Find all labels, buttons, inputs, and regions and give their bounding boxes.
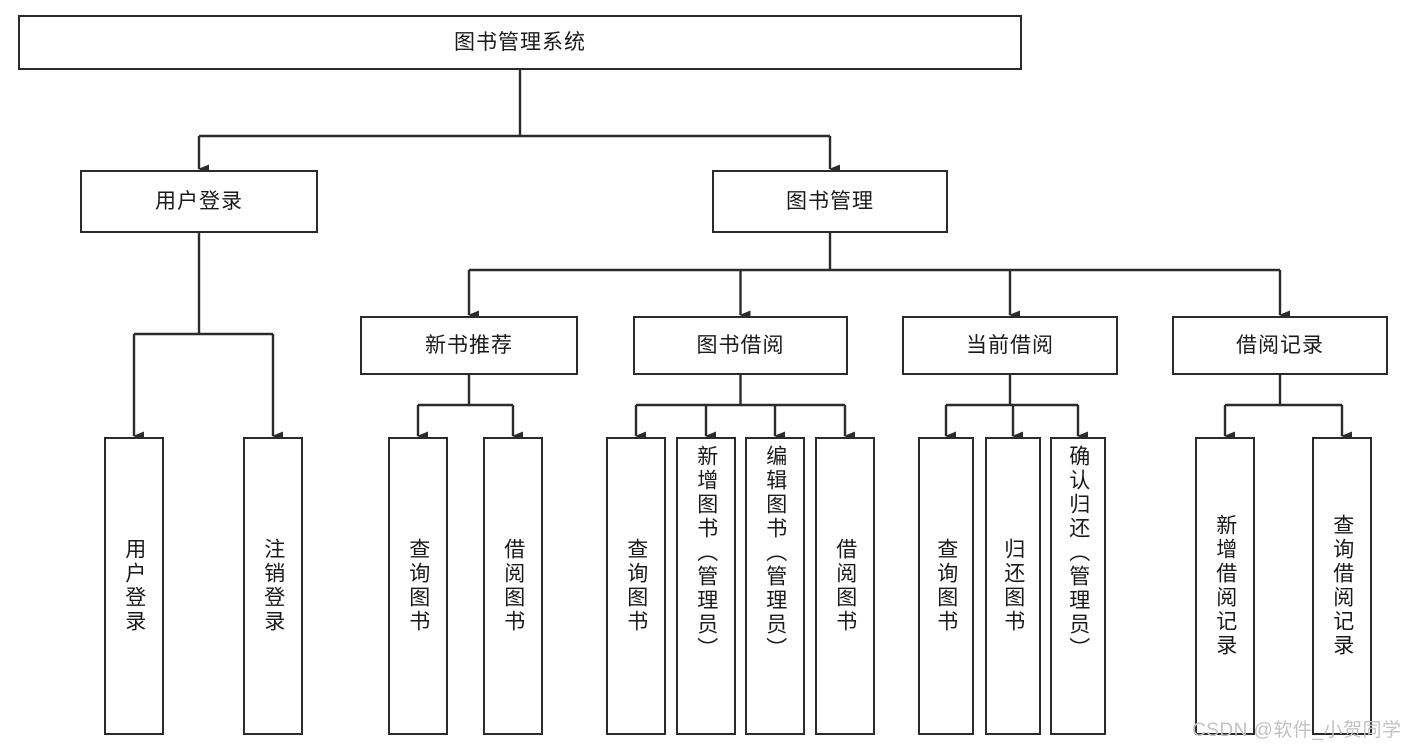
node-label: 借阅图书	[833, 538, 857, 634]
node-leaf9[interactable]: 查询图书	[918, 437, 974, 735]
node-label: 查询借阅记录	[1330, 514, 1354, 658]
node-borrow[interactable]: 图书借阅	[633, 316, 848, 375]
node-label: 注销登录	[261, 538, 285, 634]
node-label: 图书管理	[786, 189, 874, 213]
node-records[interactable]: 借阅记录	[1172, 316, 1388, 375]
node-label: 新增借阅记录	[1213, 514, 1237, 658]
node-label: 当前借阅	[966, 333, 1054, 357]
node-label: 确认归还（管理员）	[1066, 445, 1090, 661]
node-newbook[interactable]: 新书推荐	[360, 316, 578, 375]
node-label: 用户登录	[155, 189, 243, 213]
node-label: 用户登录	[122, 538, 146, 634]
node-leaf7[interactable]: 编辑图书（管理员）	[745, 437, 805, 735]
node-label: 查询图书	[624, 538, 648, 634]
watermark-text: CSDN @软件_小贺同学	[1192, 720, 1402, 741]
node-leaf3[interactable]: 查询图书	[388, 437, 448, 735]
node-label: 新书推荐	[425, 333, 513, 357]
node-label: 图书管理系统	[454, 30, 586, 54]
node-leaf2[interactable]: 注销登录	[243, 437, 303, 735]
node-label: 借阅记录	[1236, 333, 1324, 357]
node-label: 图书借阅	[696, 333, 785, 357]
node-label: 查询图书	[934, 538, 958, 634]
node-label: 新增图书（管理员）	[694, 445, 718, 661]
node-leaf5[interactable]: 查询图书	[606, 437, 666, 735]
node-current[interactable]: 当前借阅	[902, 316, 1118, 375]
node-leaf12[interactable]: 新增借阅记录	[1195, 437, 1255, 735]
node-label: 借阅图书	[501, 538, 525, 634]
node-label: 编辑图书（管理员）	[763, 445, 787, 661]
node-leaf10[interactable]: 归还图书	[985, 437, 1041, 735]
node-leaf13[interactable]: 查询借阅记录	[1312, 437, 1372, 735]
node-root[interactable]: 图书管理系统	[18, 15, 1022, 70]
node-label: 归还图书	[1001, 538, 1025, 634]
node-bookmgmt[interactable]: 图书管理	[712, 170, 948, 233]
node-leaf11[interactable]: 确认归还（管理员）	[1050, 437, 1106, 735]
node-login[interactable]: 用户登录	[80, 170, 318, 233]
node-leaf8[interactable]: 借阅图书	[815, 437, 875, 735]
node-leaf6[interactable]: 新增图书（管理员）	[676, 437, 736, 735]
node-label: 查询图书	[406, 538, 430, 634]
node-leaf1[interactable]: 用户登录	[104, 437, 164, 735]
node-leaf4[interactable]: 借阅图书	[483, 437, 543, 735]
